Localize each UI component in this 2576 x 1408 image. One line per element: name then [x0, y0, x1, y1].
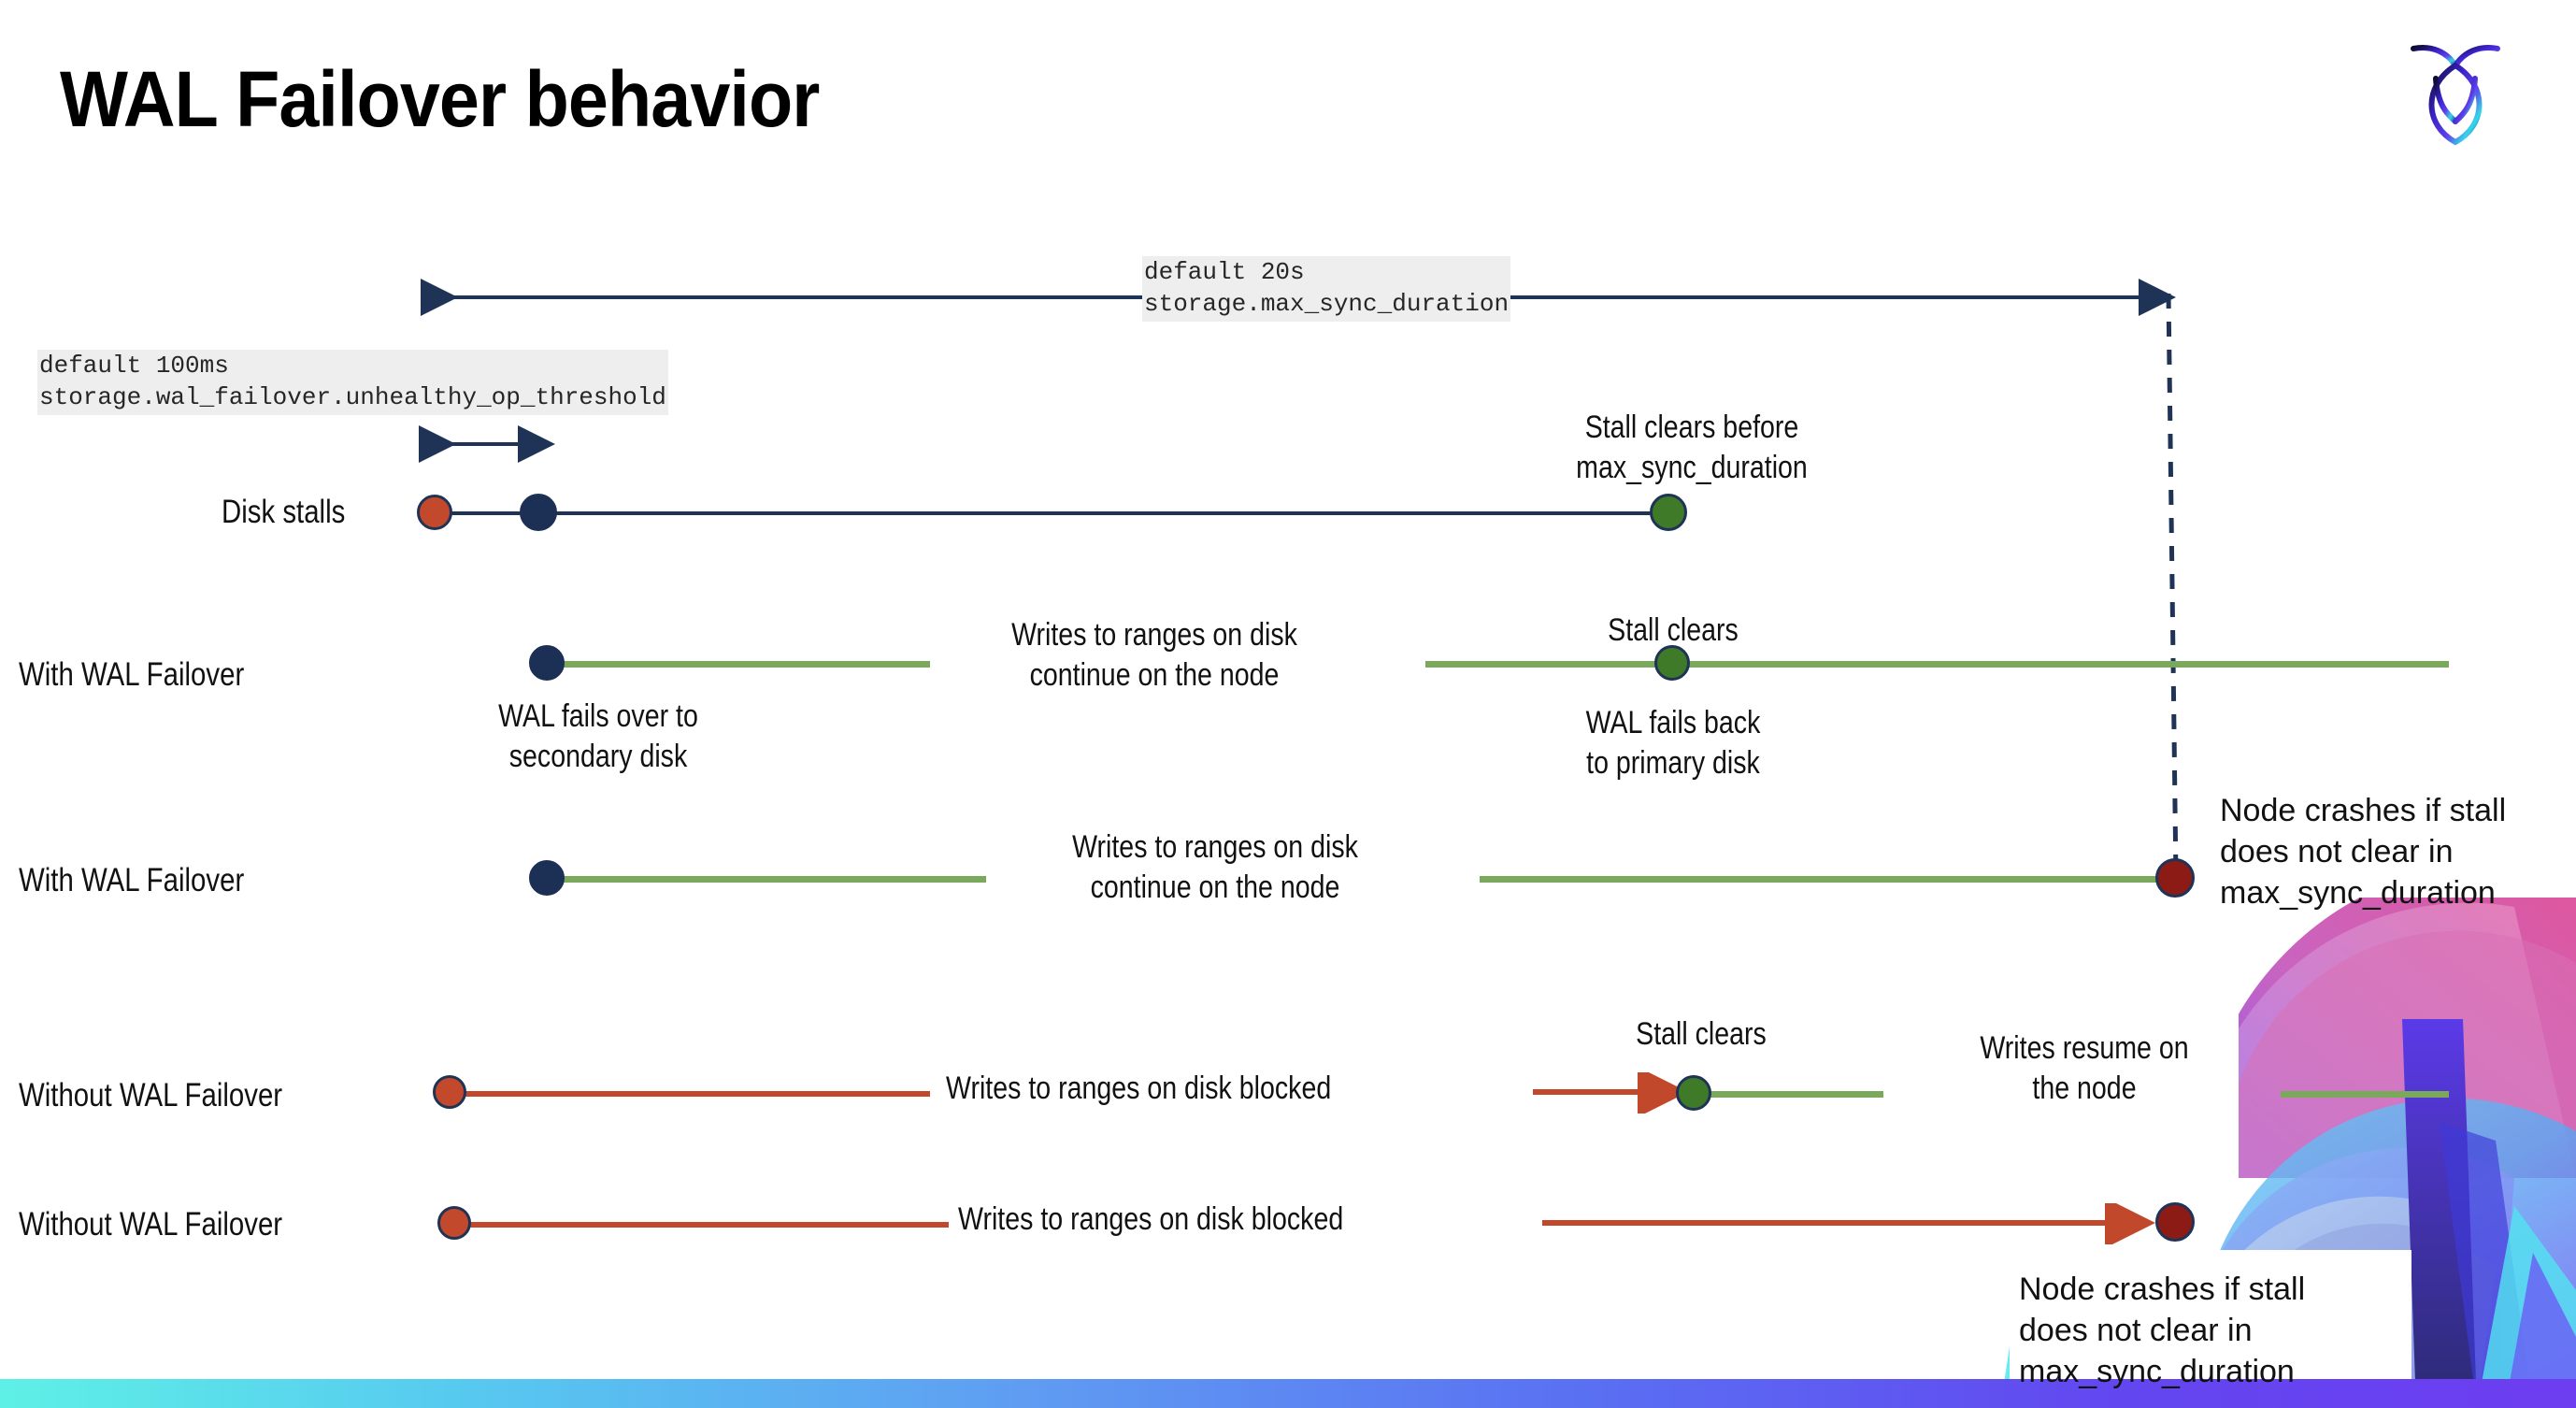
- with-failover-1-start-dot: [529, 645, 565, 681]
- with-failover-1-segment-a: [547, 661, 930, 668]
- with-failover-2-start-dot: [529, 860, 565, 896]
- without-failover-2-crash-note: Node crashes if stall does not clear in …: [2019, 1272, 2306, 1390]
- artwork-mask-upper: [1916, 898, 2239, 1178]
- with-failover-2-crash-dot: [2155, 858, 2195, 898]
- disk-stall-clear-dot: [1650, 494, 1687, 531]
- with-failover-2-crash-note: Node crashes if stall does not clear in …: [2220, 793, 2507, 912]
- without-failover-1-blocked-note: Writes to ranges on disk blocked: [946, 1070, 1332, 1106]
- with-failover-1-segment-b: [1425, 661, 2449, 668]
- with-failover-1-start-note: WAL fails over to secondary disk: [498, 698, 698, 774]
- max-sync-name: storage.max_sync_duration: [1144, 288, 1510, 321]
- bottom-accent-bar: [0, 1379, 2576, 1408]
- with-failover-1-end-note: WAL fails back to primary disk: [1585, 705, 1761, 781]
- without-failover-1-green-segment: [1696, 1091, 1883, 1098]
- cockroachdb-logo: [2404, 28, 2507, 150]
- unhealthy-default: default 100ms: [39, 351, 229, 382]
- without-failover-2-blocked-note: Writes to ranges on disk blocked: [958, 1201, 1344, 1237]
- without-failover-1-green-segment-far: [2281, 1091, 2449, 1098]
- max-sync-deadline-dashed-line: [2166, 293, 2179, 880]
- with-failover-2-segment-b: [1480, 876, 2176, 883]
- page-title: WAL Failover behavior: [60, 55, 820, 143]
- row-label-disk-stalls: Disk stalls: [222, 494, 346, 530]
- unhealthy-threshold-arrow: [419, 425, 555, 463]
- with-failover-2-mid-note: Writes to ranges on disk continue on the…: [1072, 829, 1358, 905]
- without-failover-2-start-dot: [437, 1206, 471, 1240]
- without-failover-2-arrow: [1542, 1203, 2155, 1244]
- disk-stall-failover-dot: [520, 494, 557, 531]
- without-failover-1-start-dot: [433, 1075, 466, 1109]
- row-label-without-wal-failover-1: Without WAL Failover: [19, 1077, 283, 1113]
- max-sync-duration-setting: default 20s storage.max_sync_duration: [1142, 256, 1511, 322]
- without-failover-1-segment-a: [453, 1091, 930, 1097]
- disk-stall-start-dot: [417, 495, 452, 530]
- without-failover-1-clears-note: Stall clears: [1636, 1016, 1767, 1052]
- without-failover-2-crash-dot: [2155, 1202, 2195, 1242]
- without-failover-1-arrow: [1533, 1072, 1688, 1113]
- disk-stalls-timeline: [436, 511, 1669, 515]
- artwork-mask-lower: [2010, 1250, 2411, 1381]
- with-failover-1-clears-note: Stall clears: [1608, 612, 1739, 648]
- row-label-without-wal-failover-2: Without WAL Failover: [19, 1206, 283, 1243]
- max-sync-default: default 20s: [1144, 257, 1305, 289]
- disk-stalls-clear-note: Stall clears before max_sync_duration: [1576, 409, 1808, 485]
- with-failover-1-clear-dot: [1654, 645, 1690, 681]
- with-failover-2-segment-a: [547, 876, 986, 883]
- unhealthy-name: storage.wal_failover.unhealthy_op_thresh…: [39, 381, 666, 414]
- without-failover-1-resume-note: Writes resume on the node: [1980, 1030, 2189, 1106]
- unhealthy-op-threshold-setting: default 100ms storage.wal_failover.unhea…: [37, 350, 668, 415]
- without-failover-1-clear-dot: [1676, 1075, 1711, 1111]
- row-label-with-wal-failover-1: With WAL Failover: [19, 656, 245, 693]
- without-failover-2-segment-a: [458, 1222, 949, 1228]
- row-label-with-wal-failover-2: With WAL Failover: [19, 862, 245, 898]
- with-failover-1-mid-note: Writes to ranges on disk continue on the…: [1011, 617, 1297, 693]
